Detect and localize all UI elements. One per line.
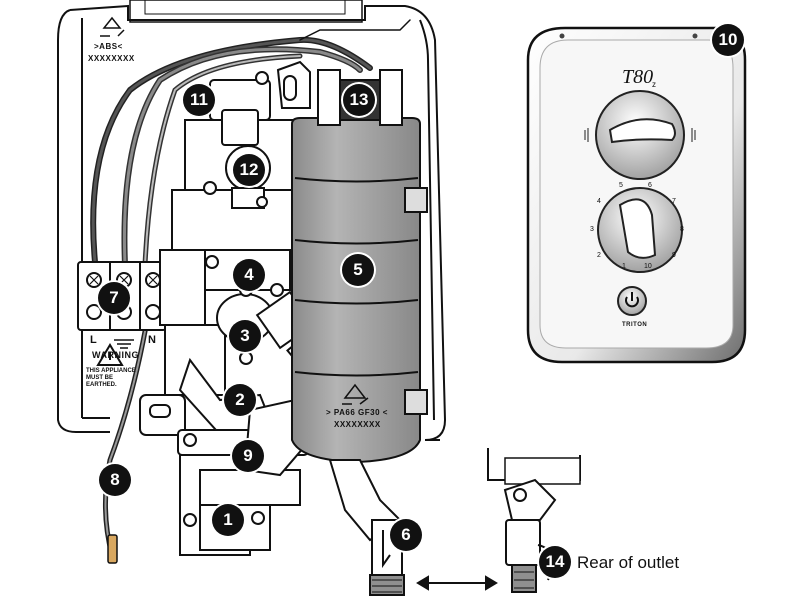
callout-7: 7 [98, 282, 130, 314]
warning-icon [96, 343, 124, 366]
callout-14: 14 [539, 546, 571, 578]
material-code-left: >ABS< [94, 42, 123, 51]
dial-number: 7 [672, 198, 676, 205]
dial-number: 9 [672, 252, 676, 259]
callout-6: 6 [390, 519, 422, 551]
dial-number: 4 [597, 198, 601, 205]
callout-9: 9 [232, 440, 264, 472]
dial-number: 6 [648, 182, 652, 189]
callout-4: 4 [233, 259, 265, 291]
part-code-left: XXXXXXXX [88, 54, 135, 63]
dial-number: 8 [680, 226, 684, 233]
heater-tank [291, 69, 428, 542]
callout-2: 2 [224, 384, 256, 416]
recycle-icon-tank [342, 383, 369, 405]
wiring [90, 19, 411, 564]
recycle-icon [100, 16, 125, 37]
dial-number: 3 [590, 226, 594, 233]
terminal-label-l: L [90, 334, 97, 346]
terminal-label-n: N [148, 334, 156, 346]
warning-label: WARNING [92, 350, 139, 360]
callout-13: 13 [343, 84, 375, 116]
callout-1: 1 [212, 504, 244, 536]
dial-number: 5 [619, 182, 623, 189]
callout-11: 11 [183, 84, 215, 116]
internal-mechanics [139, 60, 344, 556]
rear-outlet-detail [487, 448, 581, 593]
dial-number: 2 [597, 252, 601, 259]
warning-note: THIS APPLIANCE MUST BE EARTHED. [86, 368, 136, 388]
power-icon [625, 292, 639, 308]
front-cover [526, 26, 747, 364]
callout-8: 8 [99, 464, 131, 496]
material-code-tank: > PA66 GF30 < [326, 408, 388, 417]
callout-12: 12 [233, 154, 265, 186]
callout-3: 3 [229, 320, 261, 352]
rear-outlet-caption: Rear of outlet [577, 553, 680, 572]
brand-model-sub: z [652, 80, 656, 89]
dial-number: 10 [644, 263, 652, 270]
part-code-tank: XXXXXXXX [334, 420, 381, 429]
brand-name: TRITON [622, 322, 648, 328]
callout-5: 5 [342, 254, 374, 286]
backplate [57, 0, 447, 441]
callout-10: 10 [712, 24, 744, 56]
dial-number: 1 [622, 263, 626, 270]
brand-model: T80 [622, 66, 654, 88]
double-arrow-icon [416, 575, 498, 591]
